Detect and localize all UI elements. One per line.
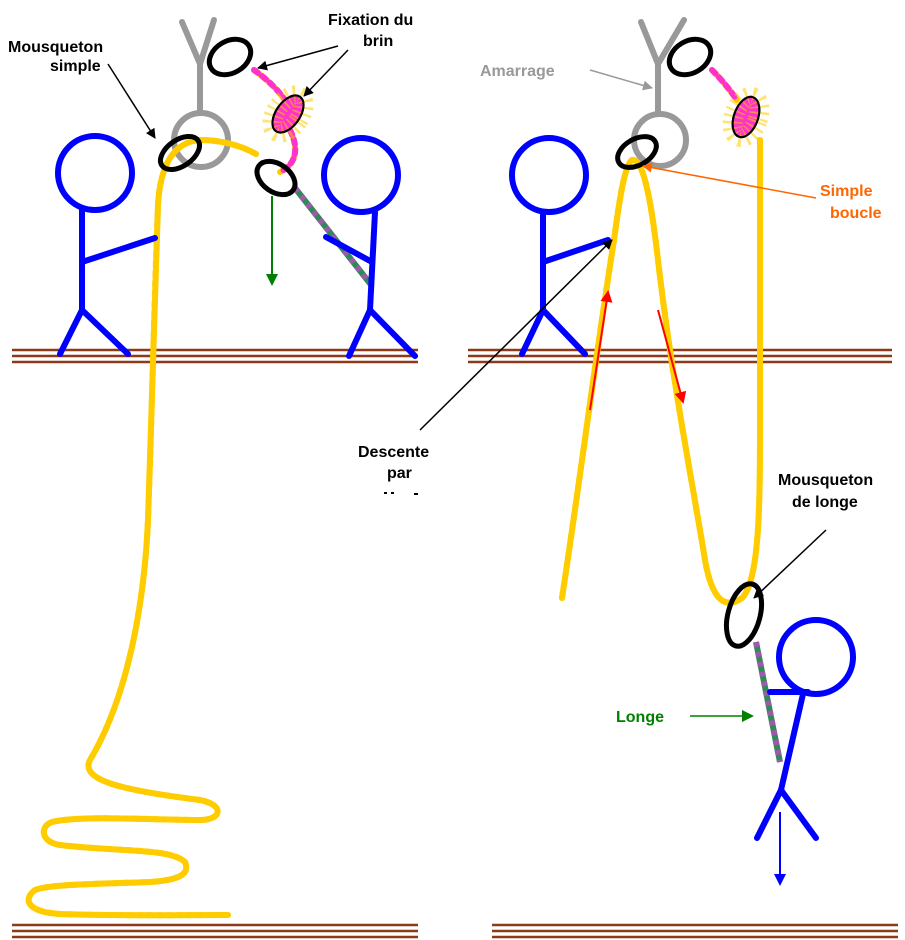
anchor-right — [631, 17, 689, 169]
label-longe: Longe — [616, 709, 664, 726]
label-fixation-2: brin — [363, 33, 393, 50]
stick-figure-left-1 — [55, 133, 158, 357]
carabiner-fixation-left — [206, 36, 254, 78]
pointer-amarrage — [589, 69, 653, 91]
floor-top-right — [468, 348, 892, 364]
stick-figure-right-2 — [754, 617, 856, 841]
label-descente-2: par — [387, 465, 412, 482]
anchor-left — [171, 17, 231, 170]
carabiner-fixation-right — [666, 36, 714, 78]
longe-right — [753, 641, 783, 763]
label-mousqueton-longe-1: Mousqueton — [778, 472, 873, 489]
pointer-descente — [419, 239, 613, 431]
force-arrow-red-up — [589, 290, 613, 411]
label-descente-1: Descente — [358, 444, 429, 461]
pointer-simple-boucle — [642, 162, 817, 199]
carabiner-longe-left — [254, 158, 298, 198]
label-mousqueton-simple-1: Mousqueton — [8, 39, 103, 56]
label-descente-cutoff — [384, 492, 418, 495]
pointer-mousqueton-simple — [107, 63, 156, 139]
force-arrow-red-down — [657, 309, 687, 404]
stick-figure-right-1 — [509, 135, 611, 357]
carabiner-longe-right — [723, 581, 765, 649]
knot-oval-left — [262, 85, 314, 143]
label-mousqueton-simple-2: simple — [50, 58, 101, 75]
pointer-fixation-2 — [303, 49, 349, 97]
label-amarrage: Amarrage — [480, 63, 555, 80]
label-fixation-1: Fixation du — [328, 12, 413, 29]
pointer-fixation-1 — [257, 45, 339, 71]
carabiner-simple-left — [157, 133, 203, 173]
label-mousqueton-longe-2: de longe — [792, 494, 858, 511]
knot-oval-right — [722, 86, 770, 148]
stick-figure-left-2 — [321, 135, 418, 359]
floor-top-left — [12, 348, 418, 364]
rope-left-main — [29, 137, 256, 915]
label-simple-boucle-2: boucle — [830, 205, 882, 222]
pointer-mousqueton-longe — [753, 529, 827, 599]
label-simple-boucle-1: Simple — [820, 183, 873, 200]
rope-right-main — [559, 67, 764, 603]
floor-bottom-right — [492, 923, 898, 939]
floor-bottom-left — [12, 923, 418, 939]
longe-left — [292, 186, 375, 288]
